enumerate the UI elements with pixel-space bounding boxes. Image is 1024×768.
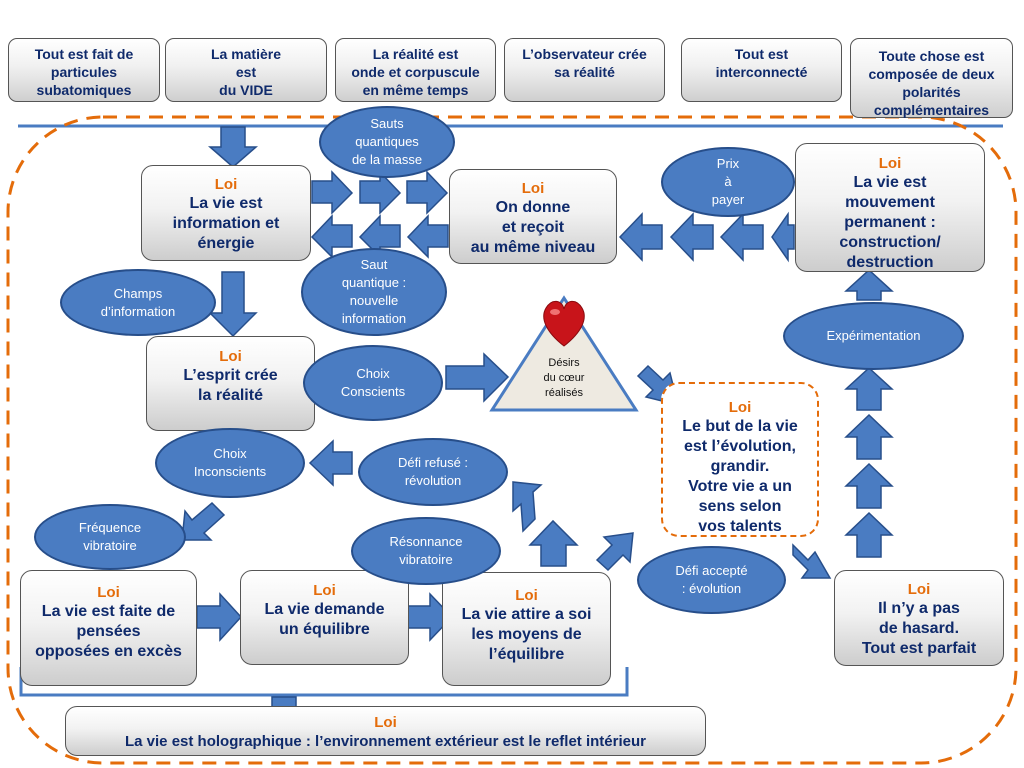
law-text: La vie est information et énergie — [172, 195, 280, 252]
law-label: Loi — [97, 584, 120, 601]
arrow-diagonal — [792, 543, 832, 579]
law-label: Loi — [313, 582, 336, 599]
law-mouvement: Loi La vie est mouvement permanent : con… — [795, 143, 985, 272]
law-label: Loi — [878, 155, 902, 172]
arrow-right — [406, 170, 449, 215]
law-text: L’esprit crée la réalité — [183, 367, 278, 404]
principle-text: L’observateur crée sa réalité — [522, 46, 647, 80]
arrow-up — [844, 413, 894, 460]
arrow-up — [844, 366, 894, 411]
law-donne: Loi On donne et reçoit au même niveau — [449, 169, 617, 264]
law-text: La vie demande un équilibre — [264, 601, 385, 638]
law-label: Loi — [907, 581, 931, 598]
oval-experimentation: Expérimentation — [783, 302, 964, 370]
law-label: Loi — [219, 348, 242, 365]
oval-defi-refuse: Défi refusé : révolution — [358, 438, 508, 506]
arrow-right — [311, 170, 354, 215]
desirs-label: Désirs du cœur réalisés — [543, 357, 585, 399]
law-label: Loi — [374, 714, 397, 731]
principle-text: Toute chose est composée de deux polarit… — [868, 48, 995, 118]
arrow-left — [308, 439, 353, 487]
oval-resonnance-vibratoire: Résonnance vibratoire — [351, 517, 501, 585]
law-information: Loi La vie est information et énergie — [141, 165, 311, 261]
law-label: Loi — [214, 176, 238, 193]
law-label: Loi — [515, 587, 538, 604]
law-hasard: Loi Il n’y a pas de hasard. Tout est par… — [834, 570, 1004, 666]
arrow-diagonal — [512, 481, 543, 533]
heart-icon — [543, 300, 585, 347]
principle-onde: La réalité est onde et corpuscule en mêm… — [335, 38, 496, 102]
law-text: La vie attire a soi les moyens de l’équi… — [461, 606, 592, 663]
arrow-left — [771, 211, 795, 263]
law-label: Loi — [521, 180, 545, 197]
law-holographique: Loi La vie est holographique : l’environ… — [65, 706, 706, 756]
arrow-up — [844, 268, 894, 301]
arrow-left — [406, 214, 449, 259]
arrow-diagonal — [181, 501, 226, 541]
arrow-up — [528, 519, 579, 567]
bottom-bracket-line — [19, 667, 629, 697]
principle-vide: La matière est du VIDE — [165, 38, 327, 102]
oval-frequence-vibratoire: Fréquence vibratoire — [34, 504, 186, 570]
principle-observateur: L’observateur crée sa réalité — [504, 38, 665, 102]
law-pensees: Loi La vie est faite de pensées opposées… — [20, 570, 197, 686]
principle-text: Tout est fait de particules subatomiques — [34, 46, 134, 98]
arrow-left — [310, 214, 353, 259]
arrow-left — [669, 212, 714, 262]
principle-text: La réalité est onde et corpuscule en mêm… — [351, 46, 480, 98]
principle-polarites: Toute chose est composée de deux polarit… — [850, 38, 1013, 118]
desirs-triangle — [489, 295, 639, 412]
arrow-left — [719, 212, 764, 262]
arrow-right — [196, 592, 243, 642]
law-text: La vie est faite de pensées opposées en … — [35, 603, 182, 660]
arrow-right — [407, 592, 454, 642]
law-text: Il n’y a pas de hasard. Tout est parfait — [861, 600, 977, 657]
arrow-right — [445, 352, 510, 403]
arrow-diagonal — [595, 532, 634, 572]
law-text: La vie est mouvement permanent : constru… — [839, 174, 941, 271]
arrow-left — [618, 212, 663, 262]
arrow-left — [358, 214, 401, 259]
oval-prix-a-payer: Prix à payer — [661, 147, 795, 217]
law-text: On donne et reçoit au même niveau — [470, 199, 596, 256]
oval-choix-conscients: Choix Conscients — [303, 345, 443, 421]
law-text: Le but de la vie est l’évolution, grandi… — [682, 418, 798, 535]
oval-saut-information: Saut quantique : nouvelle information — [301, 248, 447, 336]
oval-champs-information: Champs d’information — [60, 269, 216, 336]
law-equilibre: Loi La vie demande un équilibre — [240, 570, 409, 665]
arrow-up — [844, 462, 894, 509]
arrow-up — [844, 511, 894, 558]
oval-defi-accepte: Défi accepté : évolution — [637, 546, 786, 614]
principle-interconnecte: Tout est interconnecté — [681, 38, 842, 102]
oval-choix-inconscients: Choix Inconscients — [155, 428, 305, 498]
arrow-down — [207, 126, 259, 168]
law-text: La vie est holographique : l’environneme… — [125, 733, 646, 750]
law-attire: Loi La vie attire a soi les moyens de l’… — [442, 572, 611, 686]
law-but: Loi Le but de la vie est l’évolution, gr… — [661, 382, 819, 537]
law-label: Loi — [728, 399, 752, 416]
principle-text: La matière est du VIDE — [210, 46, 282, 98]
arrow-right — [359, 170, 402, 215]
dashed-frame — [6, 115, 1018, 765]
principle-subatomic: Tout est fait de particules subatomiques — [8, 38, 160, 102]
law-esprit: Loi L’esprit crée la réalité — [146, 336, 315, 431]
principle-text: Tout est interconnecté — [715, 46, 808, 80]
oval-sauts-quantiques: Sauts quantiques de la masse — [319, 106, 455, 178]
arrow-down — [208, 271, 258, 338]
